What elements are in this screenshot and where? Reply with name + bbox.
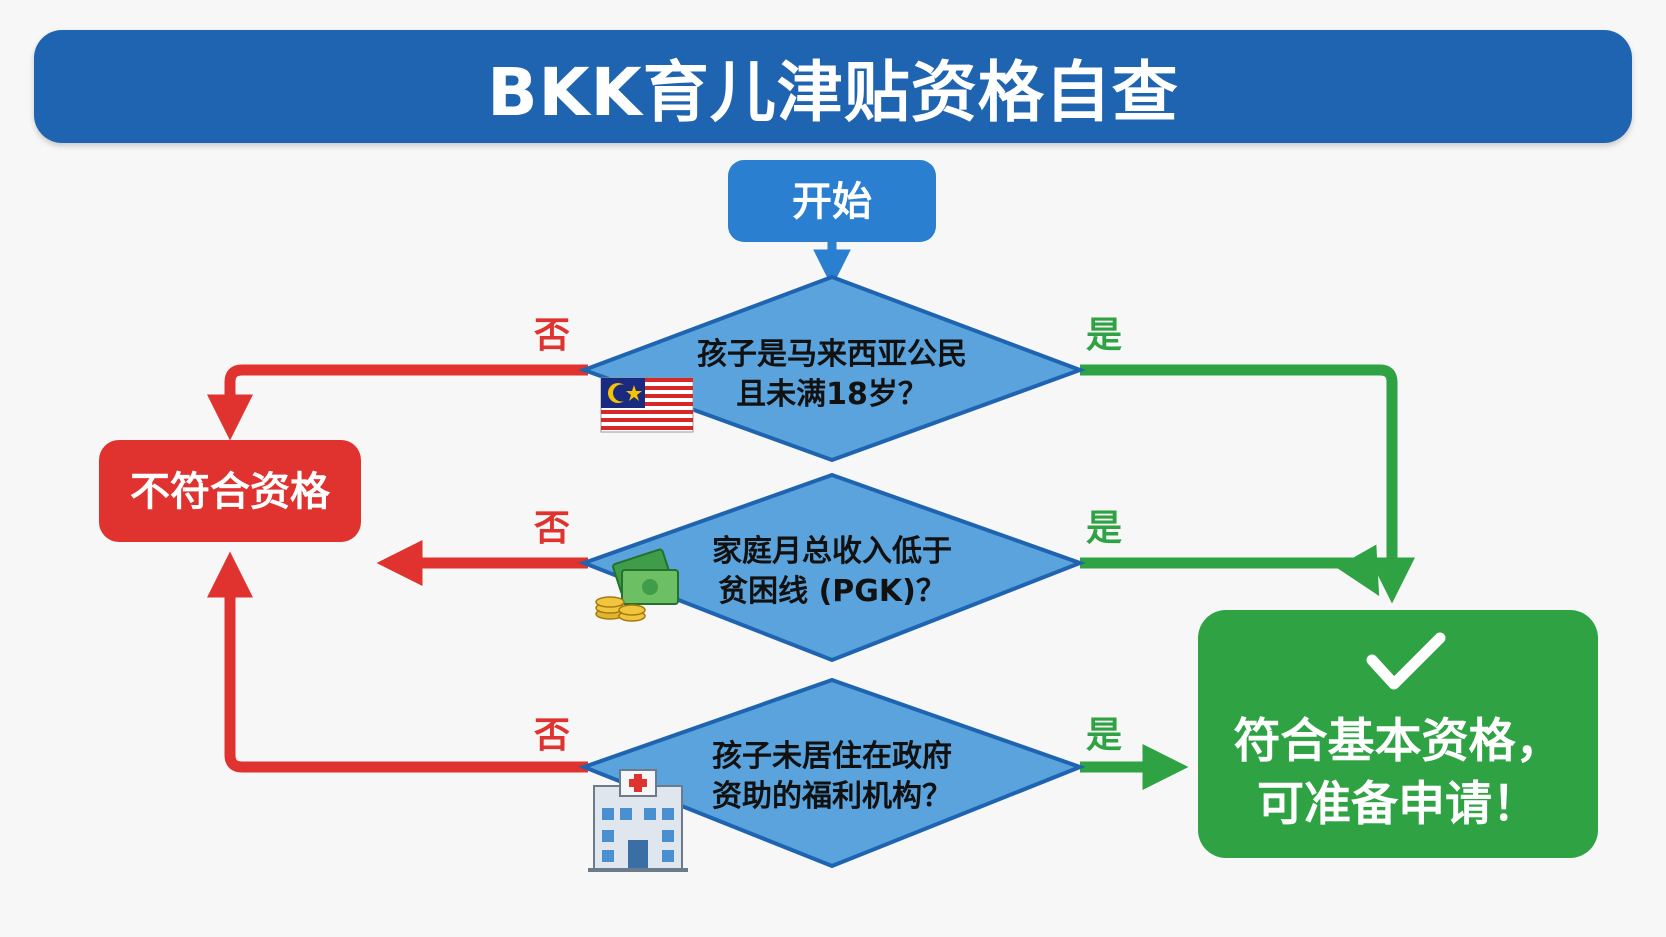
page-title: BKK育儿津贴资格自查	[487, 53, 1179, 131]
start-node: 开始	[728, 160, 936, 242]
hospital-building-icon	[588, 769, 688, 872]
yes-label-q2: 是	[1086, 508, 1122, 549]
yes-arrow-q2	[1080, 544, 1380, 597]
title-banner: BKK育儿津贴资格自查	[34, 30, 1632, 143]
yes-label-q3: 是	[1086, 715, 1122, 756]
q2-line1: 家庭月总收入低于	[712, 534, 952, 569]
yes-label-q1: 是	[1086, 315, 1122, 356]
no-arrow-q1	[206, 364, 588, 441]
yes-arrow-q1	[1080, 364, 1416, 604]
start-label: 开始	[792, 179, 872, 225]
yes-connectors	[1080, 364, 1416, 791]
eligible-outcome: 符合基本资格， 可准备申请！	[1198, 610, 1598, 858]
ineligible-outcome: 不符合资格	[99, 440, 361, 542]
ineligible-label: 不符合资格	[130, 469, 331, 515]
decision-q3: 孩子未居住在政府 资助的福利机构？	[578, 677, 1086, 869]
no-label-q3: 否	[534, 715, 570, 756]
no-label-q1: 否	[534, 315, 570, 356]
q3-line2: 资助的福利机构？	[712, 779, 952, 814]
eligible-line1: 符合基本资格，	[1234, 714, 1563, 769]
checkmark-icon	[1366, 632, 1446, 690]
decision-q2: 家庭月总收入低于 贫困线 (PGK)？	[578, 472, 1086, 663]
no-label-q2: 否	[534, 508, 570, 549]
q2-line2: 贫困线 (PGK)？	[718, 574, 946, 609]
q3-line1: 孩子未居住在政府	[712, 739, 952, 774]
eligible-line2: 可准备申请！	[1257, 777, 1539, 832]
malaysia-flag-icon	[600, 377, 694, 433]
decision-q1: 孩子是马来西亚公民 且未满18岁？	[578, 274, 1086, 463]
q1-line2: 且未满18岁？	[736, 377, 928, 412]
no-connectors	[206, 364, 588, 773]
money-coins-icon	[595, 548, 679, 622]
no-arrow-q3	[206, 551, 588, 773]
q1-line1: 孩子是马来西亚公民	[697, 337, 967, 372]
